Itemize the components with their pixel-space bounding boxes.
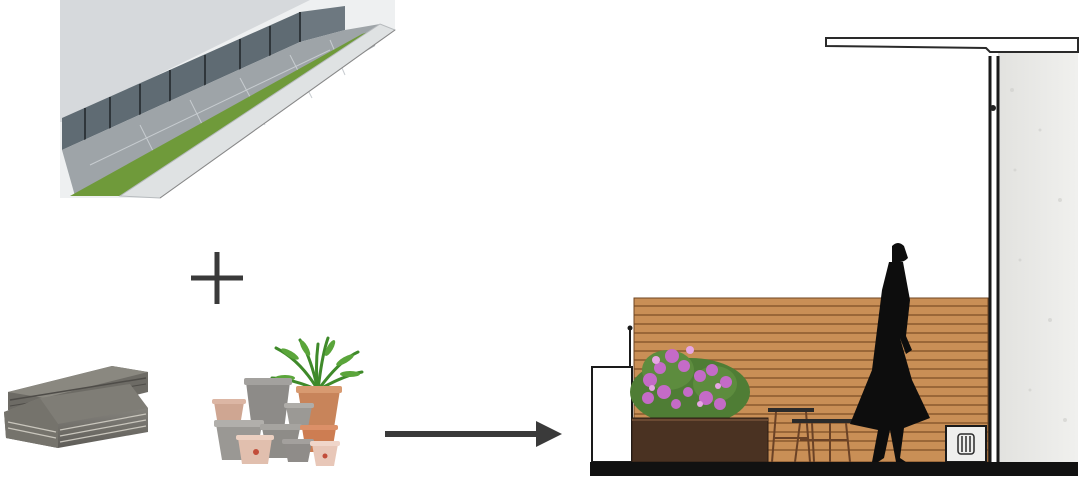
stone-slab-tiles bbox=[4, 366, 148, 448]
right-arrow-icon bbox=[385, 421, 562, 447]
person-silhouette bbox=[850, 243, 930, 462]
plus-icon bbox=[191, 252, 243, 304]
hydrangea-bush bbox=[630, 346, 750, 426]
bistro-table-set bbox=[768, 408, 862, 463]
ground-slab bbox=[590, 462, 1078, 476]
paving-floor bbox=[62, 24, 380, 196]
side-cabinet bbox=[591, 366, 633, 463]
grass-strip bbox=[70, 28, 380, 196]
balcony-elevation-section bbox=[590, 37, 1079, 476]
planter-box bbox=[631, 417, 769, 463]
assorted-flower-pots-with-fern bbox=[212, 336, 364, 466]
3d-model-balcony-render bbox=[60, 0, 397, 199]
roof-slab bbox=[825, 37, 1079, 53]
building-wall bbox=[998, 52, 1078, 462]
